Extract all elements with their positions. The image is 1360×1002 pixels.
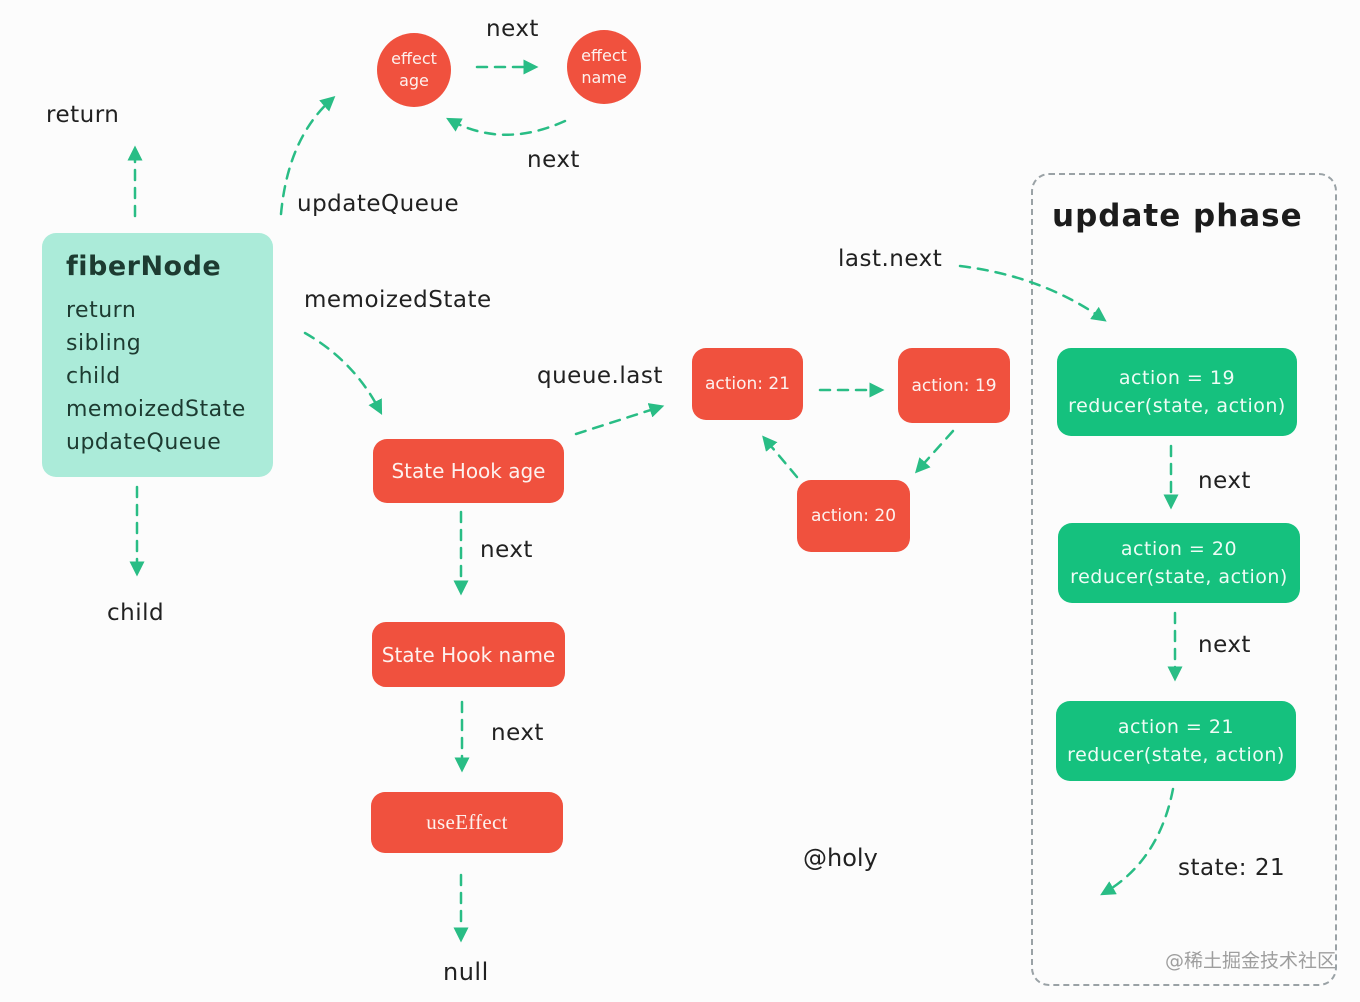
next-label-top: next <box>486 16 539 42</box>
arrow-memoizedstate-curve <box>303 331 383 415</box>
effect-name-circle: effect name <box>567 30 641 104</box>
watermark-text: @稀土掘金技术社区 <box>1164 950 1336 972</box>
state-hook-age-label: State Hook age <box>391 459 546 483</box>
action-21-label: action: 21 <box>704 374 791 394</box>
last-next-label: last.next <box>838 246 943 272</box>
fiber-node-field-memoizedstate: memoizedState <box>66 397 246 422</box>
effect-name-line2: name <box>581 68 627 87</box>
reducer-step-1-line1: action = 19 <box>1118 367 1236 389</box>
update-queue-label: updateQueue <box>297 191 460 217</box>
use-effect-label: useEffect <box>426 810 508 834</box>
fiber-node-field-sibling: sibling <box>66 331 142 356</box>
reducer-step-3-line2: reducer(state, action) <box>1067 744 1285 766</box>
fiber-node-field-child: child <box>66 364 121 389</box>
effect-name-line1: effect <box>581 46 627 65</box>
queue-last-label: queue.last <box>537 363 663 389</box>
fiber-node-title: fiberNode <box>66 251 222 282</box>
reducer-step-1-box: action = 19 reducer(state, action) <box>1057 348 1297 436</box>
effect-age-circle: effect age <box>377 33 451 107</box>
arrow-queue-last <box>574 403 665 436</box>
fiber-node-field-return: return <box>66 298 137 323</box>
state-result-label: state: 21 <box>1178 855 1286 881</box>
update-phase-container <box>1031 173 1337 986</box>
reducer-step-2-line2: reducer(state, action) <box>1070 566 1288 588</box>
state-hook-age-box: State Hook age <box>373 439 564 503</box>
next-label-reducer2: next <box>1198 632 1251 658</box>
null-label: null <box>443 958 489 986</box>
return-label: return <box>46 102 120 128</box>
arrow-action19-to-20 <box>914 429 955 474</box>
fiber-node-box: fiberNode return sibling child memoizedS… <box>42 233 273 477</box>
reducer-step-3-box: action = 21 reducer(state, action) <box>1056 701 1296 781</box>
action-20-label: action: 20 <box>810 506 897 526</box>
reducer-step-2-line1: action = 20 <box>1120 538 1238 560</box>
next-label-circles-back: next <box>527 147 580 173</box>
action-19-box: action: 19 <box>898 348 1010 423</box>
author-credit: @holy <box>803 844 878 872</box>
next-label-hookname: next <box>491 720 544 746</box>
use-effect-box: useEffect <box>371 792 563 853</box>
arrow-state-result-curve <box>1100 787 1175 896</box>
action-20-box: action: 20 <box>797 480 910 552</box>
memoized-state-label: memoizedState <box>304 287 492 313</box>
next-label-reducer1: next <box>1198 468 1251 494</box>
child-label: child <box>107 600 165 626</box>
action-19-label: action: 19 <box>911 375 997 396</box>
state-hook-name-box: State Hook name <box>372 622 565 687</box>
fiber-node-field-updatequeue: updateQueue <box>66 430 222 455</box>
arrow-action20-to-21 <box>762 435 799 479</box>
arrow-effect-name-to-age <box>446 117 567 136</box>
reducer-step-1-line2: reducer(state, action) <box>1068 395 1286 417</box>
effect-age-line1: effect <box>391 49 437 68</box>
next-label-hookage: next <box>480 537 533 563</box>
update-phase-title: update phase <box>1052 198 1303 234</box>
arrow-updatequeue-curve <box>279 96 336 216</box>
reducer-step-2-box: action = 20 reducer(state, action) <box>1058 523 1300 603</box>
effect-age-line2: age <box>399 71 429 90</box>
reducer-step-3-line1: action = 21 <box>1117 716 1235 738</box>
action-21-box: action: 21 <box>692 348 803 420</box>
arrow-last-next-curve <box>958 264 1107 322</box>
state-hook-name-label: State Hook name <box>381 642 556 667</box>
